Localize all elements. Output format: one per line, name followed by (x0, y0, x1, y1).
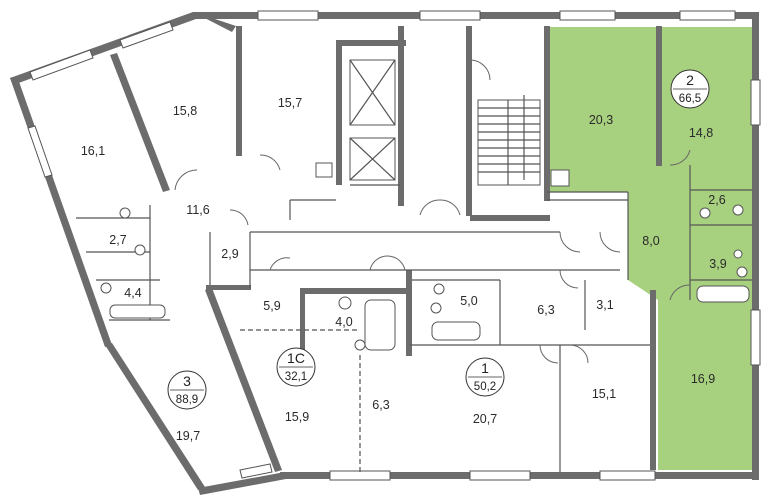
room-area: 15,1 (592, 387, 616, 401)
room-area: 5,9 (263, 299, 280, 313)
room-area: 14,8 (689, 126, 713, 140)
apartment-2-area (547, 27, 752, 470)
room-area: 11,6 (186, 203, 209, 217)
apartment-area: 66,5 (679, 93, 701, 105)
apartment-area: 50,2 (474, 381, 496, 393)
room-area: 20,3 (589, 113, 613, 127)
staircase (477, 95, 541, 186)
apartment-number: 2 (686, 72, 694, 88)
room-area: 8,0 (642, 234, 659, 248)
room-area: 6,3 (537, 303, 554, 317)
apartment-area: 32,1 (285, 371, 307, 383)
room-area: 3,1 (596, 298, 613, 312)
room-area: 16,9 (691, 372, 715, 386)
apartment-area: 88,9 (176, 394, 198, 406)
apartment-number: 1С (287, 350, 305, 366)
room-area: 5,0 (460, 294, 477, 308)
room-area: 4,0 (335, 315, 352, 329)
room-labels: 16,1 15,8 15,7 20,3 14,8 11,6 2,7 2,9 4,… (81, 96, 727, 443)
room-area: 15,9 (285, 410, 309, 424)
bath-fixtures (100, 162, 750, 351)
room-area: 3,9 (709, 257, 726, 271)
apartment-badge-3: 3 88,9 (167, 370, 207, 410)
room-area: 6,3 (372, 398, 389, 412)
room-area: 15,7 (278, 96, 302, 110)
elevators (349, 59, 396, 181)
doors (174, 59, 691, 364)
room-area: 2,9 (221, 247, 238, 261)
room-area: 16,1 (81, 144, 105, 158)
apartment-badge-1c: 1С 32,1 (276, 347, 316, 387)
room-area: 19,7 (176, 429, 200, 443)
apartment-2-highlight (547, 27, 752, 470)
room-area: 2,7 (109, 233, 126, 247)
room-area: 2,6 (708, 193, 725, 207)
apartment-badge-2: 2 66,5 (670, 69, 710, 109)
apartment-number: 1 (481, 360, 489, 376)
apartment-badge-1: 1 50,2 (465, 357, 505, 397)
room-area: 20,7 (473, 412, 497, 426)
room-area: 15,8 (173, 104, 197, 118)
interior-walls (110, 26, 662, 472)
partitions (76, 165, 752, 472)
room-area: 4,4 (124, 286, 141, 300)
apartment-number: 3 (183, 373, 191, 389)
windows (27, 10, 761, 481)
